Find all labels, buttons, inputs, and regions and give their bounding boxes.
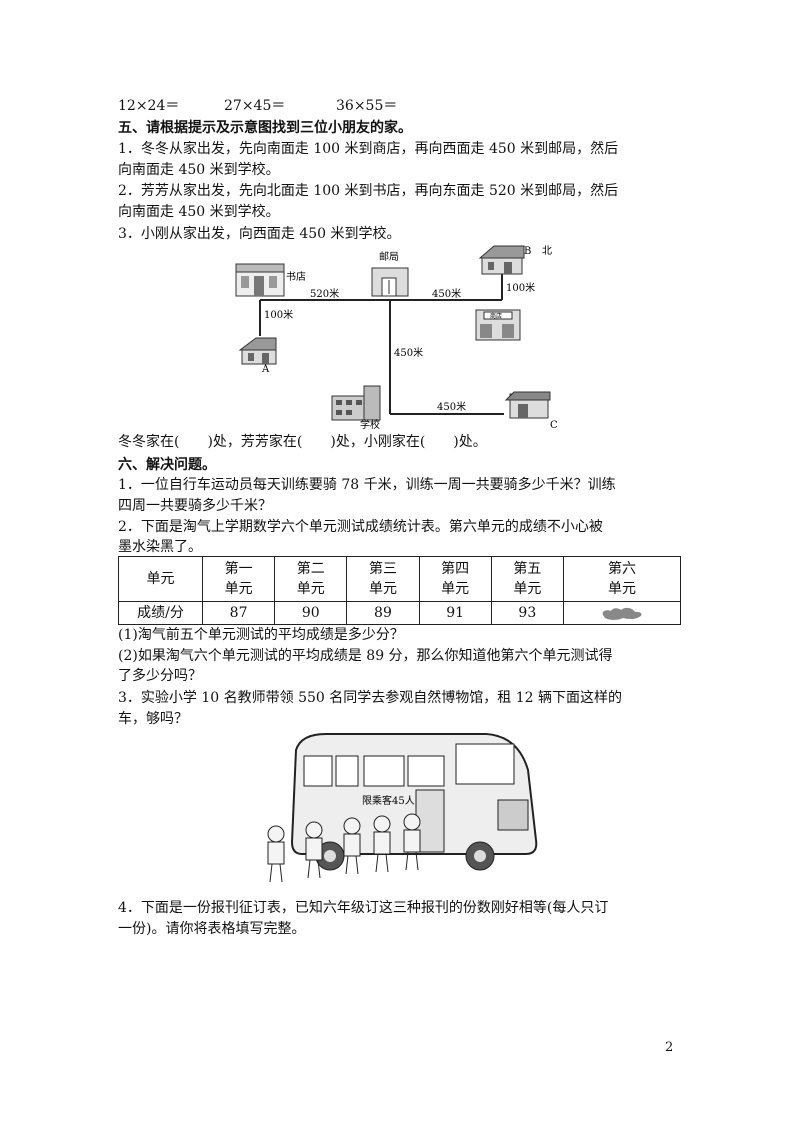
unit-1-header: 第一单元	[201, 556, 276, 602]
s6-p4-line2: 一份)。请你将表格填写完整。	[118, 921, 306, 937]
s5-answer-line: 冬冬家在( )处，芳芳家在( )处，小刚家在( )处。	[118, 434, 487, 450]
score-1: 87	[201, 601, 276, 625]
table-row: 单元 第一单元 第二单元 第三单元 第四单元 第五单元 第六单元	[118, 556, 682, 602]
unit-6-header: 第六单元	[562, 556, 682, 602]
dist-100-left: 100米	[264, 308, 293, 321]
post-office-building	[371, 267, 409, 297]
s6-p3-line1: 3．实验小学 10 名教师带领 550 名同学去参观自然博物馆，租 12 辆下面…	[118, 690, 622, 706]
post-office-label: 邮局	[379, 250, 399, 263]
s5-q3: 3．小刚从家出发，向西面走 450 米到学校。	[118, 226, 401, 242]
s6-p1-line1: 1．一位自行车运动员每天训练要骑 78 千米，训练一周一共要骑多少千米？训练	[118, 477, 616, 493]
table-row: 成绩/分 87 90 89 91 93	[118, 601, 682, 625]
page-number: 2	[665, 1040, 674, 1055]
unit-3-header: 第三单元	[346, 556, 420, 602]
calc-1: 12×24＝	[118, 98, 180, 114]
s6-p2-q2-line2: 了多少分吗？	[118, 668, 202, 684]
score-6-ink-blot	[562, 601, 682, 625]
bookstore-label: 书店	[286, 270, 306, 283]
s5-q2-line2: 向南面走 450 米到学校。	[118, 204, 280, 220]
section5-title: 五、请根据提示及示意图找到三位小朋友的家。	[118, 120, 412, 136]
shop-sign: 商店	[490, 312, 502, 320]
label-a: A	[261, 364, 270, 375]
calc-3: 36×55＝	[336, 98, 398, 114]
s6-p2-line2: 墨水染黑了。	[118, 539, 202, 555]
dist-450-vertical: 450米	[394, 346, 423, 359]
score-5: 93	[490, 601, 564, 625]
house-b	[478, 245, 525, 275]
house-a	[238, 337, 277, 365]
route-map: 书店 邮局 B 北 商店 A 学校	[235, 245, 558, 429]
s5-q1-line1: 1．冬冬从家出发，先向南面走 100 米到商店，再向西面走 450 米到邮局，然…	[118, 141, 619, 157]
s5-q2-line1: 2．芳芳从家出发，先向北面走 100 米到书店，再向东面走 520 米到邮局，然…	[118, 183, 619, 199]
score-4: 91	[418, 601, 492, 625]
bus-capacity-sign: 限乘客45人	[362, 794, 415, 807]
s6-p2-q1: (1)淘气前五个单元测试的平均成绩是多少分？	[118, 627, 404, 643]
shop-building	[475, 309, 521, 341]
dist-100-right: 100米	[506, 281, 535, 294]
label-b: B	[524, 246, 531, 257]
calc-2: 27×45＝	[224, 98, 286, 114]
dist-450-bottom: 450米	[437, 400, 466, 413]
score-table: 单元 第一单元 第二单元 第三单元 第四单元 第五单元 第六单元 成绩/分 87…	[118, 556, 682, 625]
school-building	[331, 385, 381, 421]
s6-p1-line2: 四周一共要骑多少千米？	[118, 498, 272, 514]
label-c: C	[550, 420, 558, 429]
score-label: 成绩/分	[118, 601, 203, 625]
bus-illustration: 限乘客45人	[267, 733, 538, 883]
score-2: 90	[274, 601, 348, 625]
score-3: 89	[346, 601, 420, 625]
store-c	[504, 391, 551, 419]
s5-q1-line2: 向南面走 450 米到学校。	[118, 162, 280, 178]
unit-2-header: 第二单元	[274, 556, 348, 602]
s6-p4-line1: 4．下面是一份报刊征订表，已知六年级订这三种报刊的份数刚好相等(每人只订	[118, 900, 609, 916]
calc-line: 12×24＝ 27×45＝ 36×55＝	[118, 96, 397, 116]
north-label: 北	[542, 245, 552, 257]
school-label: 学校	[360, 418, 380, 429]
dist-450-top: 450米	[432, 287, 461, 300]
unit-4-header: 第四单元	[418, 556, 492, 602]
s6-p2-line1: 2．下面是淘气上学期数学六个单元测试成绩统计表。第六单元的成绩不小心被	[118, 519, 603, 535]
unit-5-header: 第五单元	[490, 556, 564, 602]
s6-p3-line2: 车，够吗？	[118, 711, 188, 727]
bookstore-building	[235, 263, 285, 297]
section6-title: 六、解决问题。	[118, 457, 216, 473]
dist-520: 520米	[310, 287, 339, 300]
ink-blot-icon	[602, 607, 642, 620]
s6-p2-q2-line1: (2)如果淘气六个单元测试的平均成绩是 89 分，那么你知道他第六个单元测试得	[118, 648, 613, 664]
unit-header: 单元	[118, 556, 203, 602]
